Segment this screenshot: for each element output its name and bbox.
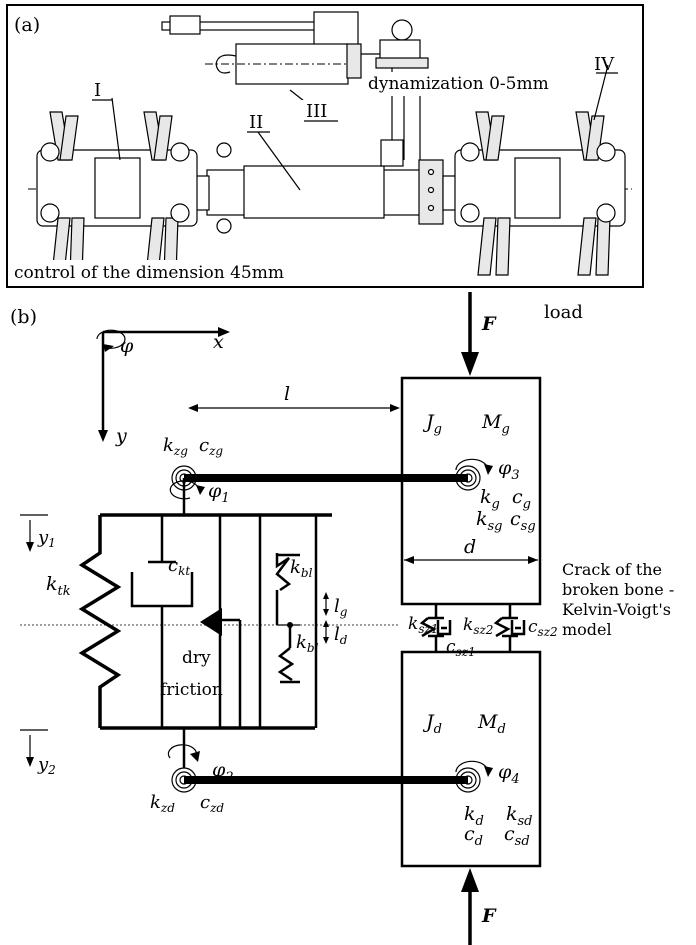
- ksg-label: ksg: [476, 508, 503, 534]
- kbl-top-label: kbl: [290, 557, 313, 580]
- ktk-label: ktk: [46, 573, 71, 599]
- force-top-label: F: [481, 313, 497, 335]
- Jd-label: Jd: [422, 711, 442, 737]
- ksz1-label: ksz1: [408, 614, 438, 636]
- csd-label: csd: [504, 823, 530, 849]
- dynamization-label: dynamization 0-5mm: [368, 74, 549, 94]
- phi2-label: φ2: [212, 759, 234, 785]
- axis-y-label: y: [115, 425, 127, 447]
- kelvin-voigt-element-2: [493, 604, 526, 652]
- part-label-IV: IV: [594, 54, 615, 75]
- phi4-label: φ4: [498, 761, 520, 787]
- clamp-bolts: [40, 142, 616, 234]
- gap-lg-marker: [323, 592, 329, 616]
- force-bottom-label: F: [481, 905, 497, 927]
- dry-friction-element: [200, 515, 262, 728]
- y2-label: y2: [37, 754, 56, 777]
- panel-a-frame: [6, 4, 644, 288]
- axis-phi-label: φ: [120, 335, 134, 357]
- rotation-phi-arrow: [96, 329, 126, 349]
- lower-bone-block: [400, 650, 542, 868]
- lg-label: lg: [334, 596, 348, 619]
- control-dimension-label: control of the dimension 45mm: [14, 263, 284, 283]
- czd-label: czd: [200, 792, 224, 815]
- backlash-spring-lower: [277, 622, 300, 684]
- crack-caption-line-2: broken bone -: [562, 580, 674, 599]
- cg-label: cg: [512, 486, 531, 512]
- panel-b-label: (b): [10, 306, 37, 328]
- spring-ktk: [78, 515, 122, 728]
- part-label-III: III: [306, 101, 327, 122]
- ksd-label: ksd: [506, 803, 533, 829]
- ring-hole: [427, 204, 435, 212]
- leader-line: [257, 131, 301, 191]
- kg-label: kg: [480, 486, 500, 512]
- leader-line: [593, 64, 609, 121]
- dry-friction-label-line-2: friction: [160, 680, 223, 700]
- pin: [485, 115, 511, 276]
- phi1-label: φ1: [208, 480, 230, 506]
- kelvin-voigt-element-1: [419, 604, 452, 652]
- label-bg: [300, 100, 338, 122]
- upper-bone-block: [400, 376, 542, 606]
- central-sleeve: [243, 165, 385, 219]
- backlash-spring-upper: [275, 553, 300, 625]
- crack-caption-line-1: Crack of the: [562, 560, 662, 579]
- csz1-label: csz1: [446, 637, 476, 659]
- leader-line: [111, 97, 121, 161]
- crack-caption-line-3: Kelvin-Voigt's: [562, 600, 671, 619]
- kzd-label: kzd: [150, 792, 175, 815]
- cd-label: cd: [464, 823, 483, 849]
- kbl-bottom-label: kbl: [296, 632, 319, 655]
- y1-label: y1: [37, 527, 56, 550]
- part-label-II: II: [249, 112, 263, 133]
- panel-a-label: (a): [14, 14, 40, 36]
- csg-label: csg: [510, 508, 536, 534]
- ksz2-label: ksz2: [463, 615, 493, 637]
- damper-ckt: [130, 515, 194, 728]
- length-l-label: l: [284, 383, 290, 405]
- gap-ld-marker: [323, 620, 329, 644]
- phi3-label: φ3: [498, 457, 520, 483]
- load-label: load: [544, 302, 583, 323]
- left-clamp-bridge: [94, 157, 141, 219]
- Mg-label: Mg: [481, 411, 510, 437]
- csz2-label: csz2: [528, 617, 558, 639]
- label-bg: [12, 260, 362, 284]
- right-clamp-bridge: [514, 157, 561, 219]
- axes: [96, 327, 230, 442]
- locking-post: [380, 139, 404, 167]
- y1-marker: [20, 514, 48, 552]
- ld-label: ld: [334, 624, 348, 647]
- ring-hole: [427, 186, 435, 194]
- Jg-label: Jg: [422, 411, 442, 437]
- Md-label: Md: [477, 711, 506, 737]
- label-bg: [366, 72, 596, 96]
- y2-marker: [20, 729, 48, 767]
- force-top-arrowhead: [461, 352, 479, 376]
- kd-label: kd: [464, 803, 484, 829]
- part-label-I: I: [94, 80, 101, 101]
- axis-x-label: x: [213, 331, 224, 353]
- rotation-phi1-arrow: [169, 480, 199, 500]
- crack-caption-line-4: model: [562, 620, 612, 639]
- distraction-device: [161, 11, 429, 85]
- kzg-label: kzg: [163, 435, 188, 458]
- czg-label: czg: [199, 435, 223, 458]
- width-d-label: d: [464, 536, 476, 558]
- ring-hole: [427, 168, 435, 176]
- dry-friction-label-line-1: dry: [182, 648, 211, 668]
- fixator-drawing: [28, 11, 632, 276]
- rotation-phi2-arrow: [167, 744, 198, 759]
- force-bottom-arrowhead: [461, 868, 479, 892]
- ckt-label: ckt: [168, 555, 190, 578]
